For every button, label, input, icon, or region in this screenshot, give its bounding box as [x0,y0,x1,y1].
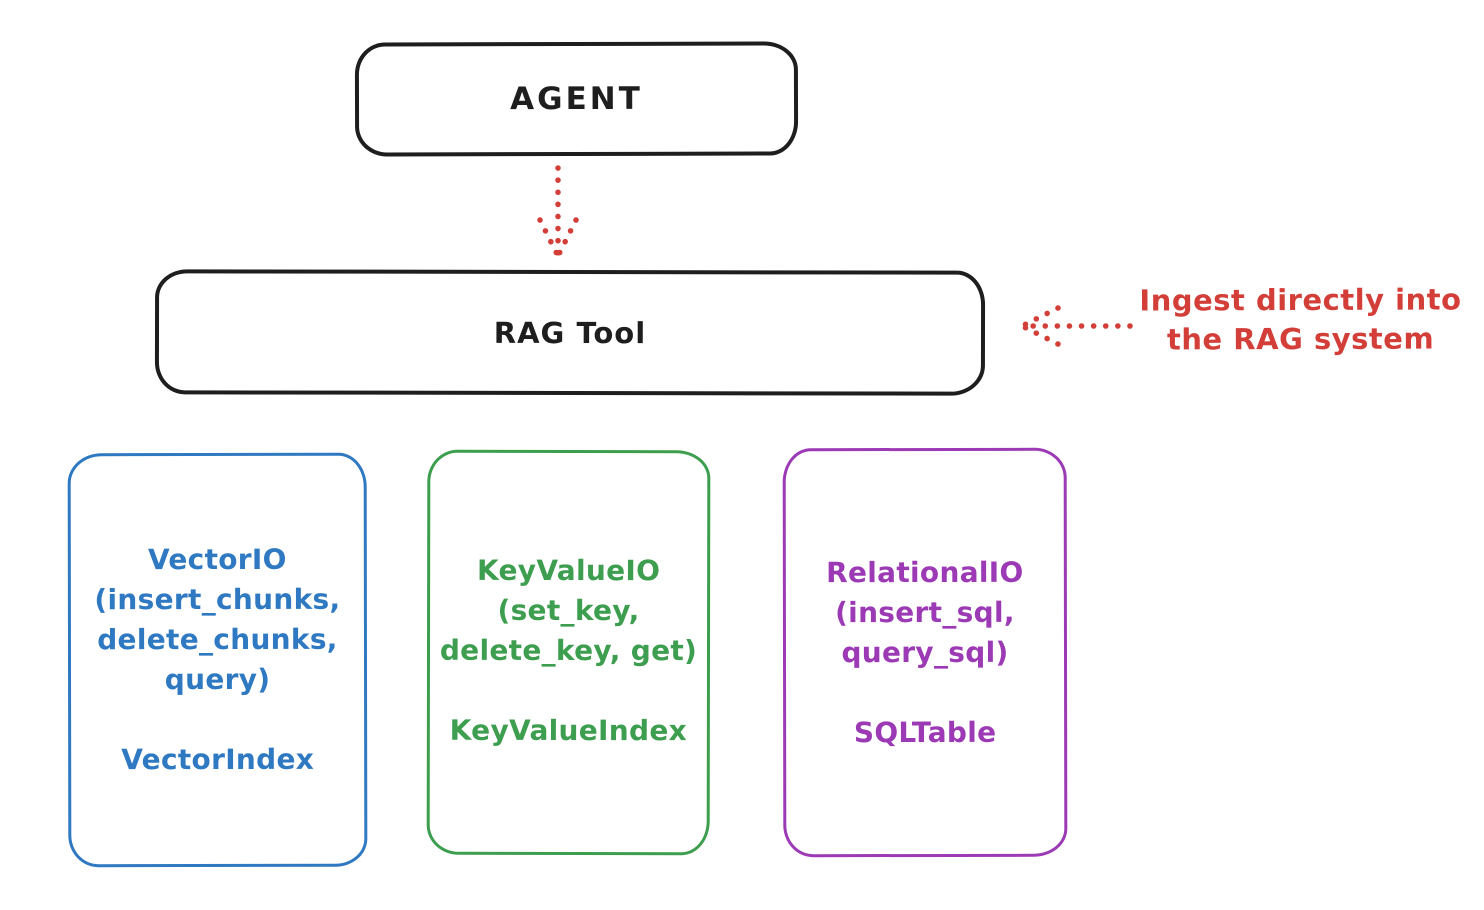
keyvalue-io-card-title: KeyValueIO [476,553,661,588]
agent-box: AGENT [354,41,799,157]
relational-io-card-title: RelationalIO [826,555,1024,590]
relational-io-card-param-line: (insert_sql, [835,595,1015,630]
rag-tool-box-label: RAG Tool [493,315,647,350]
ingest-annotation-line1: Ingest directly into [1139,282,1462,318]
vector-io-card-param-line: query) [164,662,271,697]
relational-io-card-param-line: query_sql) [841,635,1009,670]
vector-io-card-title: VectorIO [147,542,287,577]
vector-io-card: VectorIO (insert_chunks, delete_chunks, … [67,452,368,868]
arrow-down-dotted-icon [537,165,579,257]
relational-io-card: RelationalIO (insert_sql, query_sql) SQL… [782,447,1068,858]
rag-tool-box: RAG Tool [154,269,986,396]
relational-io-card-index-label: SQLTable [853,715,997,750]
keyvalue-io-card-index-label: KeyValueIndex [449,713,688,748]
vector-io-card-index-label: VectorIndex [121,742,315,777]
keyvalue-io-card-param-line: (set_key, [497,593,640,628]
keyvalue-io-card-param-line: delete_key, get) [439,633,698,668]
vector-io-card-param-line: delete_chunks, [97,622,338,657]
agent-box-label: AGENT [510,80,643,118]
ingest-annotation-line2: the RAG system [1166,321,1435,357]
keyvalue-io-card: KeyValueIO (set_key, delete_key, get) Ke… [426,449,711,856]
vector-io-card-param-line: (insert_chunks, [94,582,341,617]
arrow-left-dotted-icon [1021,305,1133,347]
ingest-annotation: Ingest directly into the RAG system [1128,280,1473,359]
